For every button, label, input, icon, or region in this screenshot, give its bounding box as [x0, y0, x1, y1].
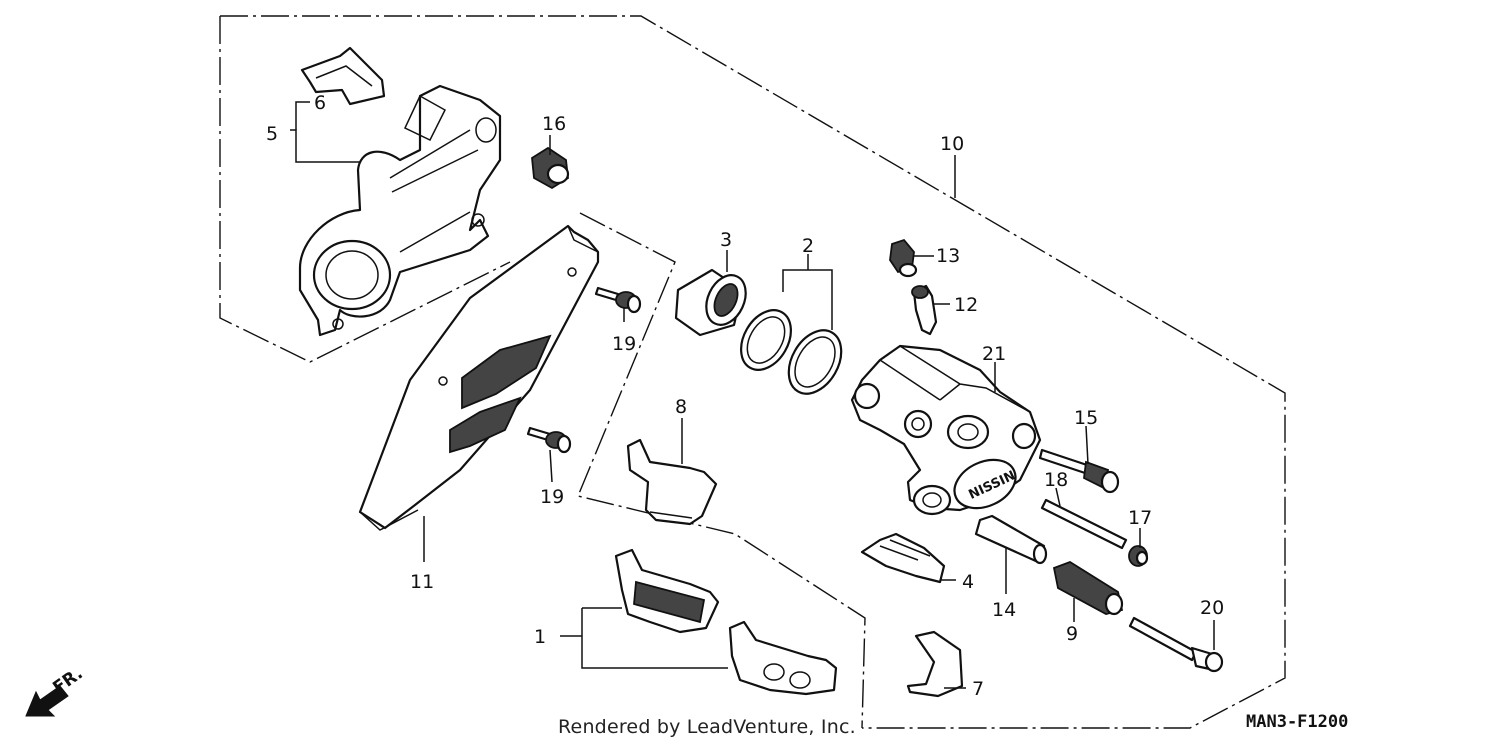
callout-2: 2: [802, 235, 814, 257]
bolt-part-20[interactable]: [1128, 616, 1224, 673]
pin-part-18[interactable]: [1040, 498, 1128, 550]
caliper-body-part-21[interactable]: NISSIN: [850, 344, 1042, 517]
pad-retainer-part-7[interactable]: [906, 630, 964, 698]
callout-15: 15: [1074, 407, 1098, 429]
callout-16: 16: [542, 113, 566, 135]
bolt-part-19-upper[interactable]: [594, 286, 642, 314]
callouts: 6 5 16 10 3 2 13 12 21 19 8 15 18 19 17 …: [266, 92, 1224, 700]
boot-part-9[interactable]: [1052, 561, 1124, 616]
callout-11: 11: [410, 571, 434, 593]
callout-20: 20: [1200, 597, 1224, 619]
callout-5: 5: [266, 123, 278, 145]
callout-17: 17: [1128, 507, 1152, 529]
callout-19-lower: 19: [540, 486, 564, 508]
callout-3: 3: [720, 229, 732, 251]
seal-part-2-outer[interactable]: [778, 321, 852, 403]
caliper-bracket-part-5[interactable]: [298, 84, 502, 337]
callout-18: 18: [1044, 469, 1068, 491]
group-outlines: [219, 15, 1286, 729]
callout-13: 13: [936, 245, 960, 267]
callout-1: 1: [534, 626, 546, 648]
callout-9: 9: [1066, 623, 1078, 645]
callout-10: 10: [940, 133, 964, 155]
leader-lines: [290, 101, 1215, 689]
brake-pad-part-1-upper[interactable]: [614, 548, 720, 634]
front-arrow-icon: [25, 685, 69, 717]
callout-7: 7: [972, 678, 984, 700]
bleeder-valve-part-12[interactable]: [911, 284, 938, 336]
bolt-cap-part-16[interactable]: [531, 146, 570, 190]
pad-spring-part-6[interactable]: [300, 46, 386, 106]
brake-pad-part-1-lower[interactable]: [728, 620, 838, 696]
sleeve-part-14[interactable]: [974, 514, 1048, 565]
diagram-code: MAN3-F1200: [1246, 712, 1349, 732]
callout-6: 6: [314, 92, 326, 114]
pin-bolt-part-15[interactable]: [1038, 448, 1120, 494]
render-credit: Rendered by LeadVenture, Inc.: [558, 716, 856, 738]
pad-spring-part-4[interactable]: [860, 532, 946, 584]
callout-21: 21: [982, 343, 1006, 365]
callout-4: 4: [962, 571, 974, 593]
bleeder-cap-part-13[interactable]: [889, 238, 918, 278]
boot-part-17[interactable]: [1128, 545, 1149, 567]
seal-part-2-inner[interactable]: [731, 301, 801, 378]
callout-8: 8: [675, 396, 687, 418]
callout-12: 12: [954, 294, 978, 316]
pad-shim-part-8[interactable]: [626, 438, 718, 526]
piston-part-3[interactable]: [674, 268, 753, 337]
disc-guard-part-11[interactable]: [358, 224, 600, 531]
bolt-part-19-lower[interactable]: [526, 426, 572, 454]
front-direction-indicator: FR.: [25, 664, 87, 717]
callout-14: 14: [992, 599, 1016, 621]
callout-19-upper: 19: [612, 333, 636, 355]
